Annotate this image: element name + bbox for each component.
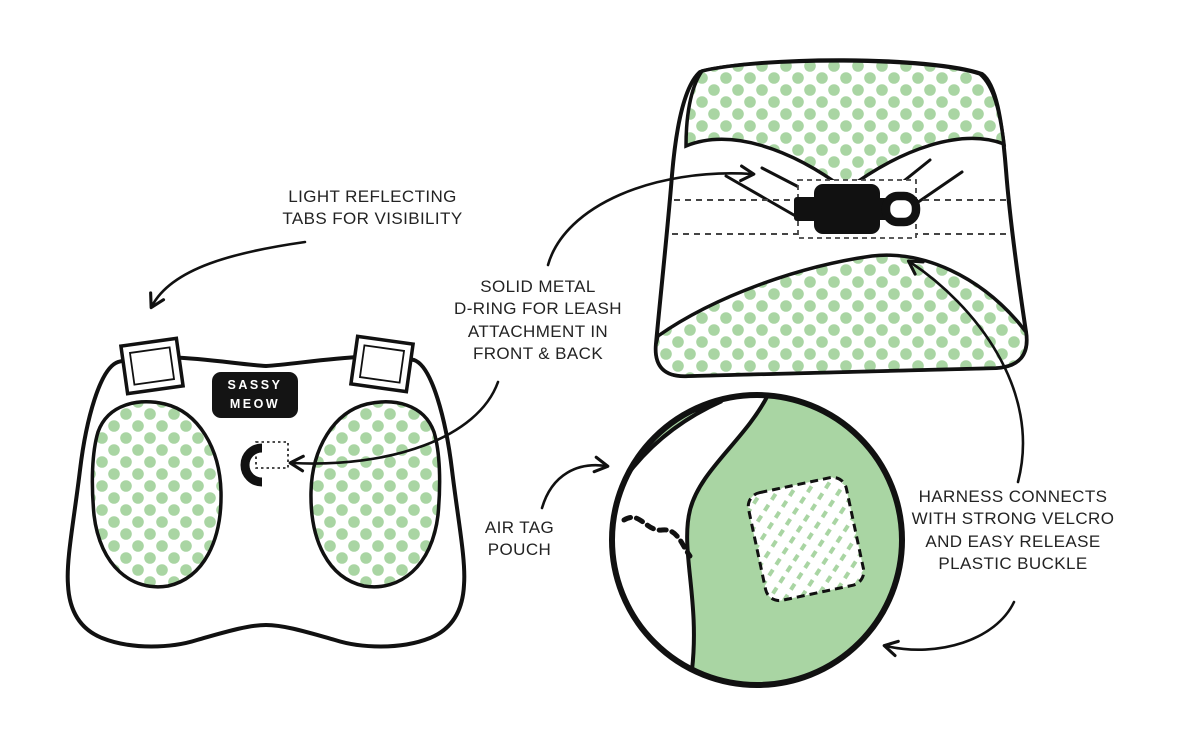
annotation-reflective-tabs: LIGHT REFLECTING TABS FOR VISIBILITY: [282, 187, 463, 229]
back-bottom-dot-panel: [654, 253, 1029, 378]
front-left-dot-panel: [90, 400, 223, 589]
arrow-to-buckle-from-velcro-note: [906, 259, 1025, 484]
arrow-to-velcro-circle: [882, 600, 1016, 658]
plastic-buckle: [794, 184, 886, 234]
back-harness-illustration: [653, 58, 1029, 379]
stitch-lines: [672, 199, 1010, 235]
detail-circle-outline: [609, 392, 905, 688]
arrow-to-back-buckle: [546, 164, 756, 267]
back-top-dot-band: [684, 59, 1007, 193]
velcro-pouch: [746, 475, 866, 603]
front-right-dot-panel: [309, 400, 442, 589]
arrow-to-front-d-ring: [288, 380, 500, 473]
annotation-velcro-buckle: HARNESS CONNECTS WITH STRONG VELCRO AND …: [911, 487, 1115, 574]
brand-badge: SASSY MEOW: [212, 372, 298, 418]
reflective-tab-right: [348, 334, 416, 394]
reflective-tab-left: [118, 336, 186, 396]
arrow-to-reflective-tab: [149, 240, 307, 310]
annotation-d-ring: SOLID METAL D-RING FOR LEASH ATTACHMENT …: [454, 277, 622, 364]
airtag-pouch-outline: [255, 441, 289, 469]
annotation-air-tag-pouch: AIR TAG POUCH: [484, 518, 555, 560]
velcro-detail-circle: [609, 392, 905, 688]
front-d-ring: [240, 443, 263, 487]
stitch-scribble: [621, 515, 693, 559]
front-harness-illustration: [65, 334, 467, 649]
back-d-ring: [881, 191, 921, 227]
arrow-to-airtag-area: [540, 455, 610, 510]
